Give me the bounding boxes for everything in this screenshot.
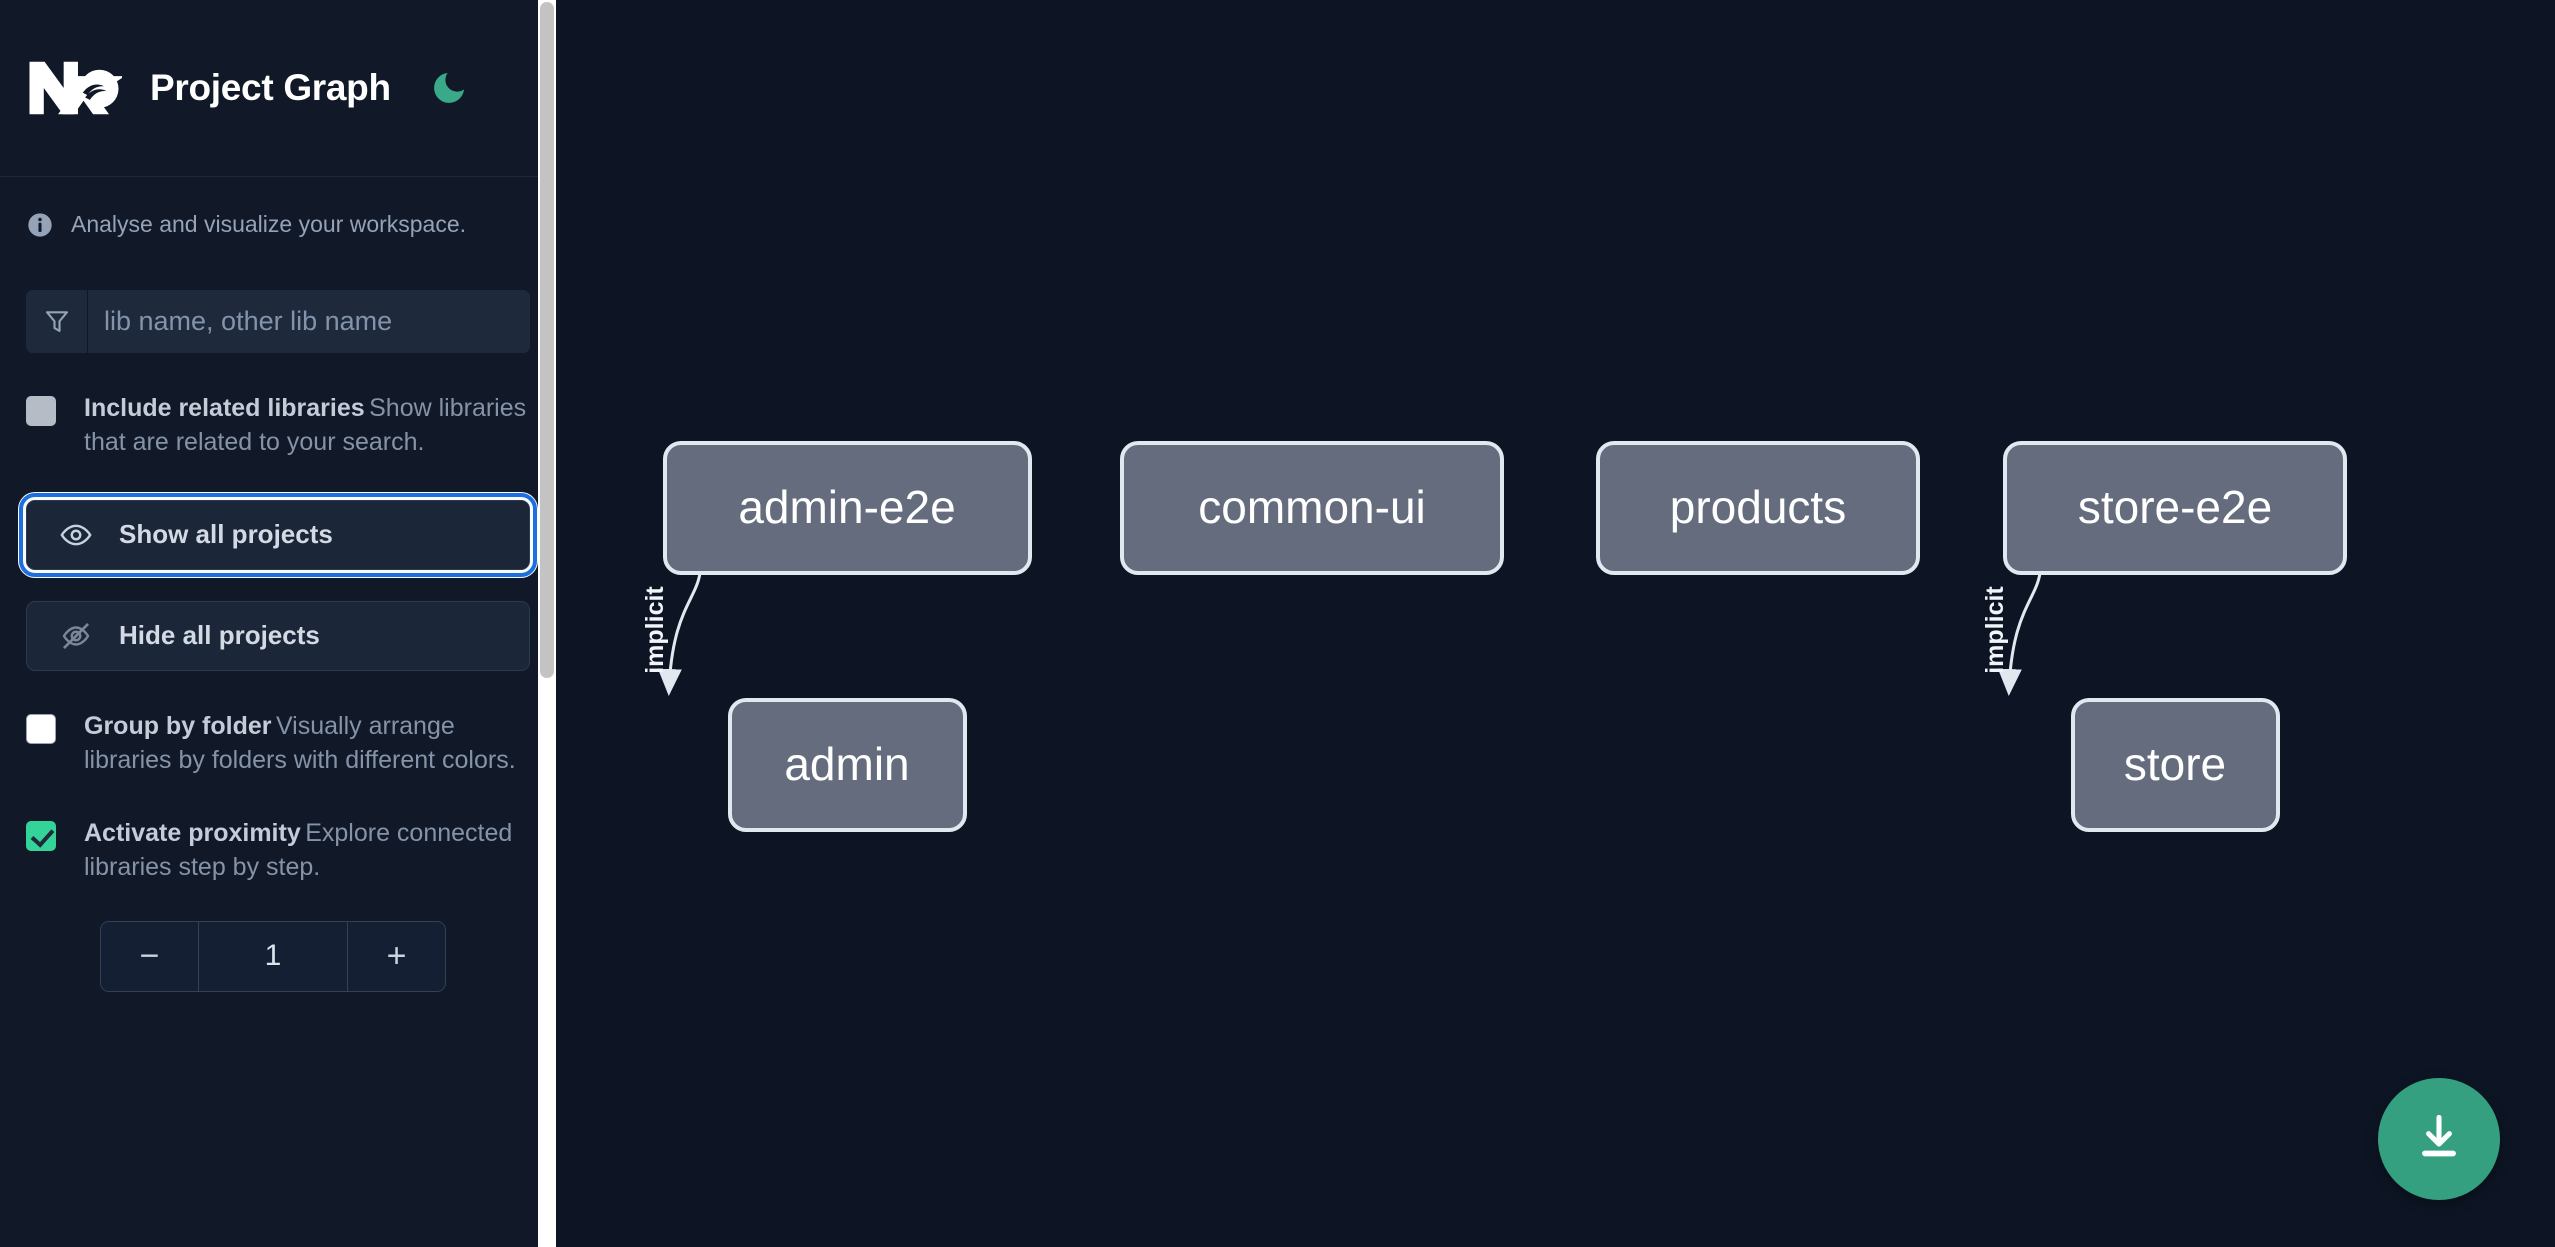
include-related-libraries-checkbox[interactable]: [26, 395, 56, 426]
option-activate-proximity: Activate proximity Explore connected lib…: [26, 816, 530, 885]
info-icon: [26, 211, 54, 239]
graph-edge-store-e2e-to-store[interactable]: implicit: [1981, 572, 2042, 696]
graph-node-label: admin-e2e: [738, 481, 955, 533]
sidebar-body: Include related libraries Show libraries…: [0, 289, 556, 992]
nx-logo-icon: [26, 57, 125, 119]
eye-slash-icon: [59, 619, 95, 653]
workspace-note: Analyse and visualize your workspace.: [0, 177, 556, 240]
proximity-increment-button[interactable]: +: [347, 921, 445, 991]
sidebar-scrollbar-thumb[interactable]: [540, 2, 554, 678]
activate-proximity-checkbox[interactable]: [26, 820, 56, 851]
graph-node-label: store-e2e: [2078, 481, 2272, 533]
option-title: Activate proximity: [84, 818, 301, 847]
workspace-note-text: Analyse and visualize your workspace.: [71, 211, 467, 237]
graph-node-label: products: [1670, 481, 1846, 533]
proximity-decrement-button[interactable]: −: [101, 921, 199, 991]
graph-node-label: store: [2124, 738, 2226, 790]
proximity-stepper: − 1 +: [100, 920, 446, 992]
option-description: Explore connected libraries step by step…: [84, 818, 513, 882]
sidebar-scrollbar[interactable]: [538, 0, 556, 1247]
search-input[interactable]: [88, 289, 530, 353]
hide-all-projects-label: Hide all projects: [119, 620, 320, 651]
graph-canvas[interactable]: implicit implicit admin-e2e common-ui pr…: [556, 0, 2555, 1247]
graph-edge-label: implicit: [1981, 586, 2009, 674]
graph-node-common-ui[interactable]: common-ui: [1120, 441, 1504, 575]
group-by-folder-checkbox[interactable]: [26, 713, 56, 744]
graph-node-admin[interactable]: admin: [728, 698, 967, 832]
graph-edge-admin-e2e-to-admin[interactable]: implicit: [641, 572, 702, 696]
graph-node-admin-e2e[interactable]: admin-e2e: [663, 441, 1032, 575]
graph-node-products[interactable]: products: [1596, 441, 1920, 575]
graph-node-store-e2e[interactable]: store-e2e: [2003, 441, 2347, 575]
graph-edge-label: implicit: [641, 586, 669, 674]
option-title: Group by folder: [84, 711, 272, 740]
eye-icon: [59, 518, 95, 552]
hide-all-projects-button[interactable]: Hide all projects: [26, 600, 530, 671]
option-include-related-libraries: Include related libraries Show libraries…: [26, 391, 530, 460]
sidebar: Project Graph Analyse and visualize your…: [0, 0, 556, 1247]
graph-node-label: common-ui: [1198, 481, 1426, 533]
proximity-value: 1: [199, 921, 347, 991]
option-group-by-folder: Group by folder Visually arrange librari…: [26, 709, 530, 778]
show-all-projects-label: Show all projects: [119, 519, 333, 550]
download-image-button[interactable]: [2378, 1078, 2500, 1200]
option-title: Include related libraries: [84, 393, 365, 422]
filter-row: [26, 289, 530, 353]
moon-icon[interactable]: [427, 66, 471, 110]
graph-node-label: admin: [784, 738, 909, 790]
funnel-icon: [26, 289, 88, 353]
sidebar-header: Project Graph: [0, 0, 556, 177]
visibility-buttons: Show all projects Hide all projects: [19, 492, 537, 671]
option-description: Show libraries that are related to your …: [84, 393, 527, 457]
graph-node-store[interactable]: store: [2071, 698, 2280, 832]
download-icon: [2410, 1109, 2468, 1170]
page-title: Project Graph: [150, 67, 391, 108]
show-all-projects-button[interactable]: Show all projects: [19, 492, 537, 577]
project-graph-svg: implicit implicit admin-e2e common-ui pr…: [641, 441, 2347, 832]
option-description: Visually arrange libraries by folders wi…: [84, 711, 516, 775]
